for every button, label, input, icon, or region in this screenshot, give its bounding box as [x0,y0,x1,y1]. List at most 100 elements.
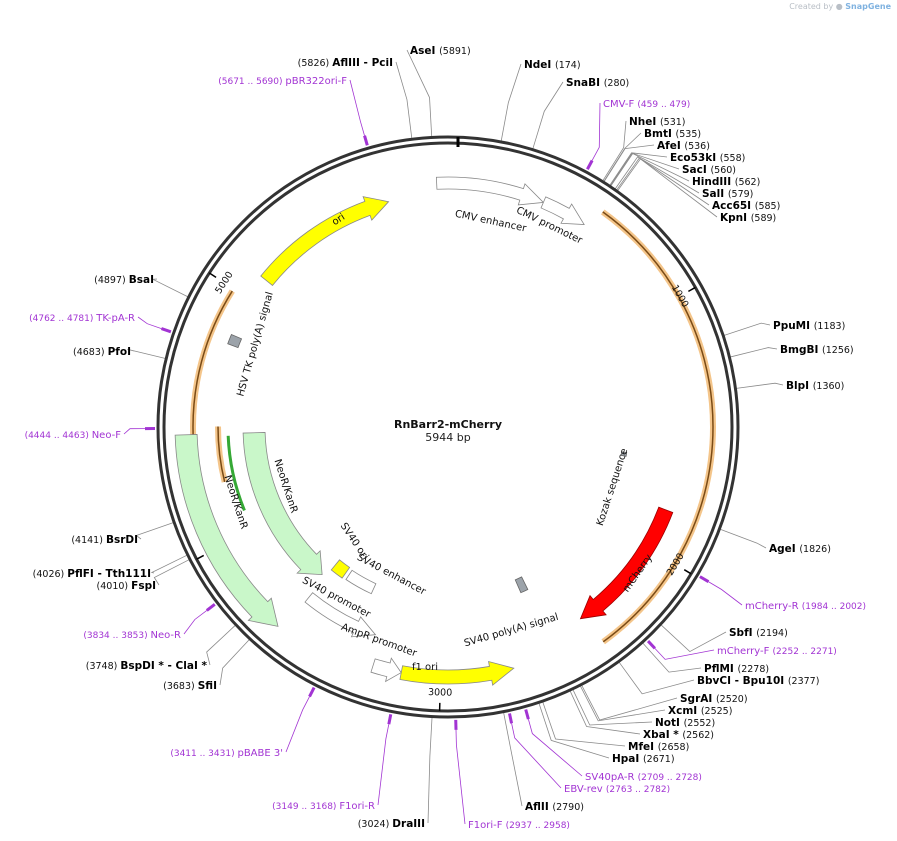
enzyme-bspdi: (3748) BspDI * - ClaI * [86,660,208,672]
enzyme-name: HindIII [692,176,735,188]
enzyme-bsrdi: (4141) BsrDI [71,534,138,546]
primer-range: (2252 .. 2271) [773,647,837,657]
primer-name: Neo-F [92,430,122,441]
enzyme-ppumi: PpuMI (1183) [773,320,845,332]
enzyme-leader-acc65i [615,157,710,206]
enzyme-leader-snabi [531,81,564,151]
enzyme-position: (5826) [298,58,333,69]
enzyme-name: BmtI [644,128,676,140]
feature-neor-kanr-12 [174,434,279,627]
enzyme-xbai: XbaI * (2562) [643,729,714,741]
enzyme-name: DraIII [392,818,425,830]
primer-leader-mcherry-r [708,581,743,606]
label-leader-lines [123,49,784,825]
feature-label-hsv-tk-poly-a-signal-13: HSV TK poly(A) signal [235,291,275,398]
enzyme-leader-nhei [601,120,627,183]
primer-mcherry-r: mCherry-R (1984 .. 2002) [745,601,866,612]
enzyme-leader-afliii [395,61,413,141]
enzyme-position: (2278) [738,664,770,675]
primer-mark-pbabe-3 [308,686,316,698]
enzyme-leader-afei [602,144,655,184]
primer-name: TK-pA-R [95,313,135,324]
enzyme-position: (4026) [33,569,68,580]
enzyme-sali: SalI (579) [702,188,753,200]
credit-brand: SnapGene [845,2,891,11]
enzyme-leader-agei [718,528,767,549]
primer-range: (3834 .. 3853) [83,631,150,641]
feature-neor-kanr-11 [242,432,323,576]
feature-kozak-sequence-3 [620,451,628,457]
enzyme-position: (2520) [716,694,748,705]
enzyme-acc65i: Acc65I (585) [712,200,780,212]
primer-leader-sv40pa-r [527,719,583,777]
primer-range: (2763 .. 2782) [606,785,670,795]
green-orf-arc [226,435,246,512]
feature-sv40-poly-a-signal-5 [514,576,529,594]
orange-highlight-core-0 [602,211,714,643]
plasmid-length: 5944 bp [425,431,470,444]
enzyme-position: (2671) [643,754,675,765]
primer-tk-pa-r: (4762 .. 4781) TK-pA-R [29,313,135,324]
enzyme-position: (535) [676,129,702,140]
enzyme-pfoi: (4683) PfoI [73,346,131,358]
enzyme-name: FspI [131,580,156,592]
enzyme-position: (4010) [97,581,132,592]
primer-mark-ebv-rev [508,713,514,724]
feature-sv40-promoter-8 [304,592,377,638]
tick-mark-4000 [196,554,205,560]
enzyme-name: SfiI [198,680,217,692]
enzyme-name: PflFI - Tth111I [67,568,151,580]
orange-highlight-core-2 [217,426,226,483]
enzyme-leader-mfei [541,700,626,747]
enzyme-xcmi: XcmI (2525) [668,705,732,717]
enzyme-leader-bmti [602,132,642,184]
enzyme-position: (1826) [799,544,831,555]
backbone-outer-ring [156,135,740,719]
primer-range: (3411 .. 3431) [170,749,237,759]
enzyme-nhei: NheI (531) [629,116,686,128]
feature-cmv-promoter-2 [540,196,585,225]
enzyme-name: NdeI [524,59,555,71]
enzyme-leader-bsai [151,278,190,299]
primer-mark-mcherry-f [646,640,656,650]
primer-mark-cmv-f [586,159,594,170]
enzyme-name: SacI [682,164,710,176]
primer-mark-neo-r [205,603,216,612]
enzyme-position: (280) [604,78,630,89]
enzyme-noti: NotI (2552) [655,717,715,729]
primer-range: (4762 .. 4781) [29,314,96,324]
feature-label-f1-ori-6: f1 ori [412,662,438,673]
snapgene-logo-icon: ● [835,2,843,11]
enzyme-pflfi: (4026) PflFI - Tth111I [33,568,151,580]
primer-name: pBR322ori-F [285,76,347,87]
primer-name: mCherry-F [717,646,773,657]
primer-pbr322ori-f: (5671 .. 5690) pBR322ori-F [218,76,347,87]
tick-mark-5000 [208,272,217,279]
primer-range: (2937 .. 2958) [506,821,570,831]
enzyme-leader-sfii [219,637,251,686]
enzyme-name: SgrAI [680,693,716,705]
enzyme-name: BlpI [786,380,813,392]
enzyme-position: (1360) [813,381,845,392]
enzyme-name: SbfI [729,627,756,639]
feature-label-ampr-promoter-7: AmpR promoter [340,622,419,660]
primer-mark-f1ori-r [387,714,393,725]
feature-cmv-enhancer-1 [435,176,545,206]
enzyme-position: (3748) [86,661,121,672]
enzyme-position: (531) [660,117,686,128]
feature-label-sv40-ori-10: SV40 ori [338,521,371,562]
enzyme-position: (4141) [71,535,106,546]
primer-mark-mcherry-r [699,575,710,584]
feature-sv40-ori-10 [330,559,351,579]
primer-name: CMV-F [603,99,637,110]
enzyme-position: (174) [555,60,581,71]
plasmid-backbone [156,135,740,719]
enzyme-leader-noti [571,687,653,726]
primer-f1ori-r: (3149 .. 3168) F1ori-R [272,801,375,812]
enzyme-aflii: AflII (2790) [525,801,584,813]
tick-mark-1000 [688,286,696,293]
enzyme-leader-blpi [734,382,784,390]
primer-mcherry-f: mCherry-F (2252 .. 2271) [717,646,837,657]
enzyme-position: (2790) [552,802,584,813]
